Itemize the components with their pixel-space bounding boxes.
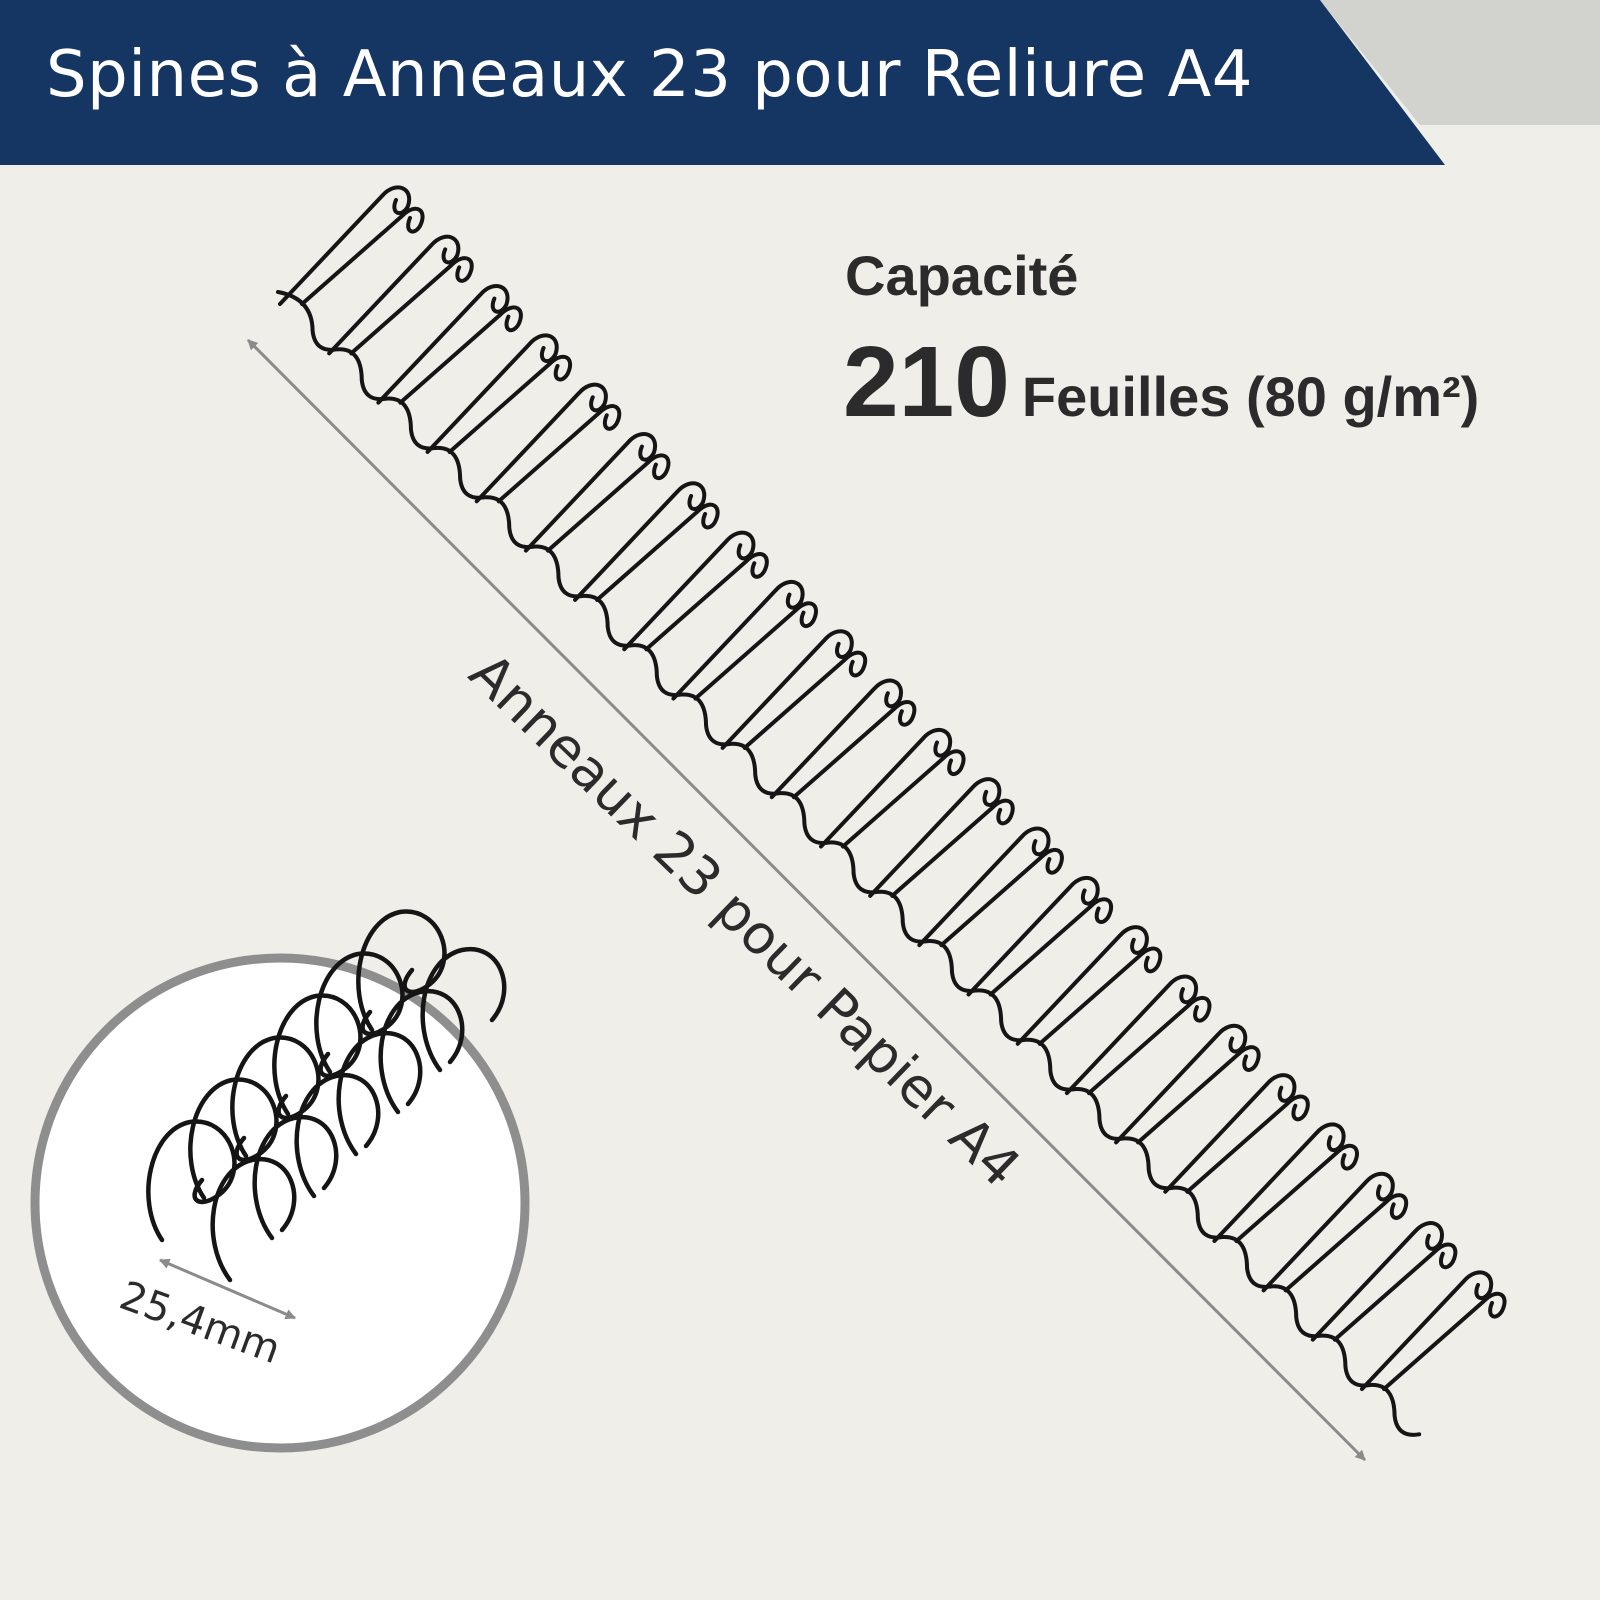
wire-ring [376,284,523,405]
banner-background [0,0,1445,165]
wire-ring [1114,1023,1261,1145]
banner-grey-accent [1320,0,1600,125]
wire-ring [1163,1073,1310,1194]
wire-ring [819,727,966,849]
zoom-detail-circle [30,909,530,1453]
wire-ring [1310,1221,1458,1342]
wire-ring [474,382,622,504]
wire-coil-closeup [146,909,507,1283]
wire-ring [1360,1270,1507,1391]
wire-ring [1064,974,1212,1096]
wire-ring [523,432,671,553]
wire-ring [720,629,868,750]
page-title: Spines à Anneaux 23 pour Reliure A4 [46,38,1253,112]
wire-ring [917,826,1064,948]
spine-wave [276,290,1422,1437]
wire-ring [769,678,917,800]
header-banner [0,0,1600,165]
wire-ring [278,185,425,306]
wire-ring [1212,1122,1359,1244]
capacity-label: Capacité [845,244,1079,307]
wire-binding-spine [276,185,1507,1437]
wire-ring [425,333,573,454]
wire-ring [671,579,818,701]
wire-ring [966,875,1114,997]
wire-ring [573,481,720,602]
wire-ring [1261,1171,1409,1293]
wire-ring [868,777,1015,898]
double-arrow-icon [159,1258,296,1320]
wire-ring [622,530,769,652]
coil-loop [356,909,507,1073]
wire-ring [327,234,474,356]
double-arrow-icon [246,338,1367,1462]
wire-ring [1015,925,1163,1046]
